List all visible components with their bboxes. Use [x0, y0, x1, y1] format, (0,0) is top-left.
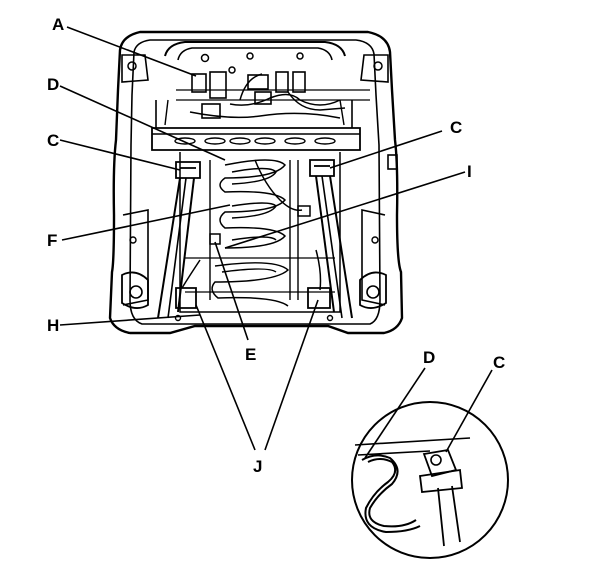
callout-i: I — [467, 162, 472, 181]
callout-h: H — [47, 316, 59, 335]
leader-lines — [59, 26, 466, 451]
callout-f: F — [47, 231, 57, 250]
callout-labels: A D C C I F H E J D C — [47, 15, 505, 476]
callout-c-left: C — [47, 131, 59, 150]
callout-c-inset: C — [493, 353, 505, 372]
callout-d: D — [47, 75, 59, 94]
callout-d-inset: D — [423, 348, 435, 367]
callout-c-right: C — [450, 118, 462, 137]
seat-outer-shell — [108, 30, 404, 335]
seat-cross-bar — [151, 99, 361, 151]
callout-e: E — [245, 345, 256, 364]
callout-j: J — [253, 457, 262, 476]
seat-straps — [157, 175, 353, 319]
callout-a: A — [52, 15, 64, 34]
inset-detail-view — [351, 367, 509, 559]
wire-harness-connectors — [176, 71, 370, 119]
seat-hooks — [175, 159, 335, 179]
